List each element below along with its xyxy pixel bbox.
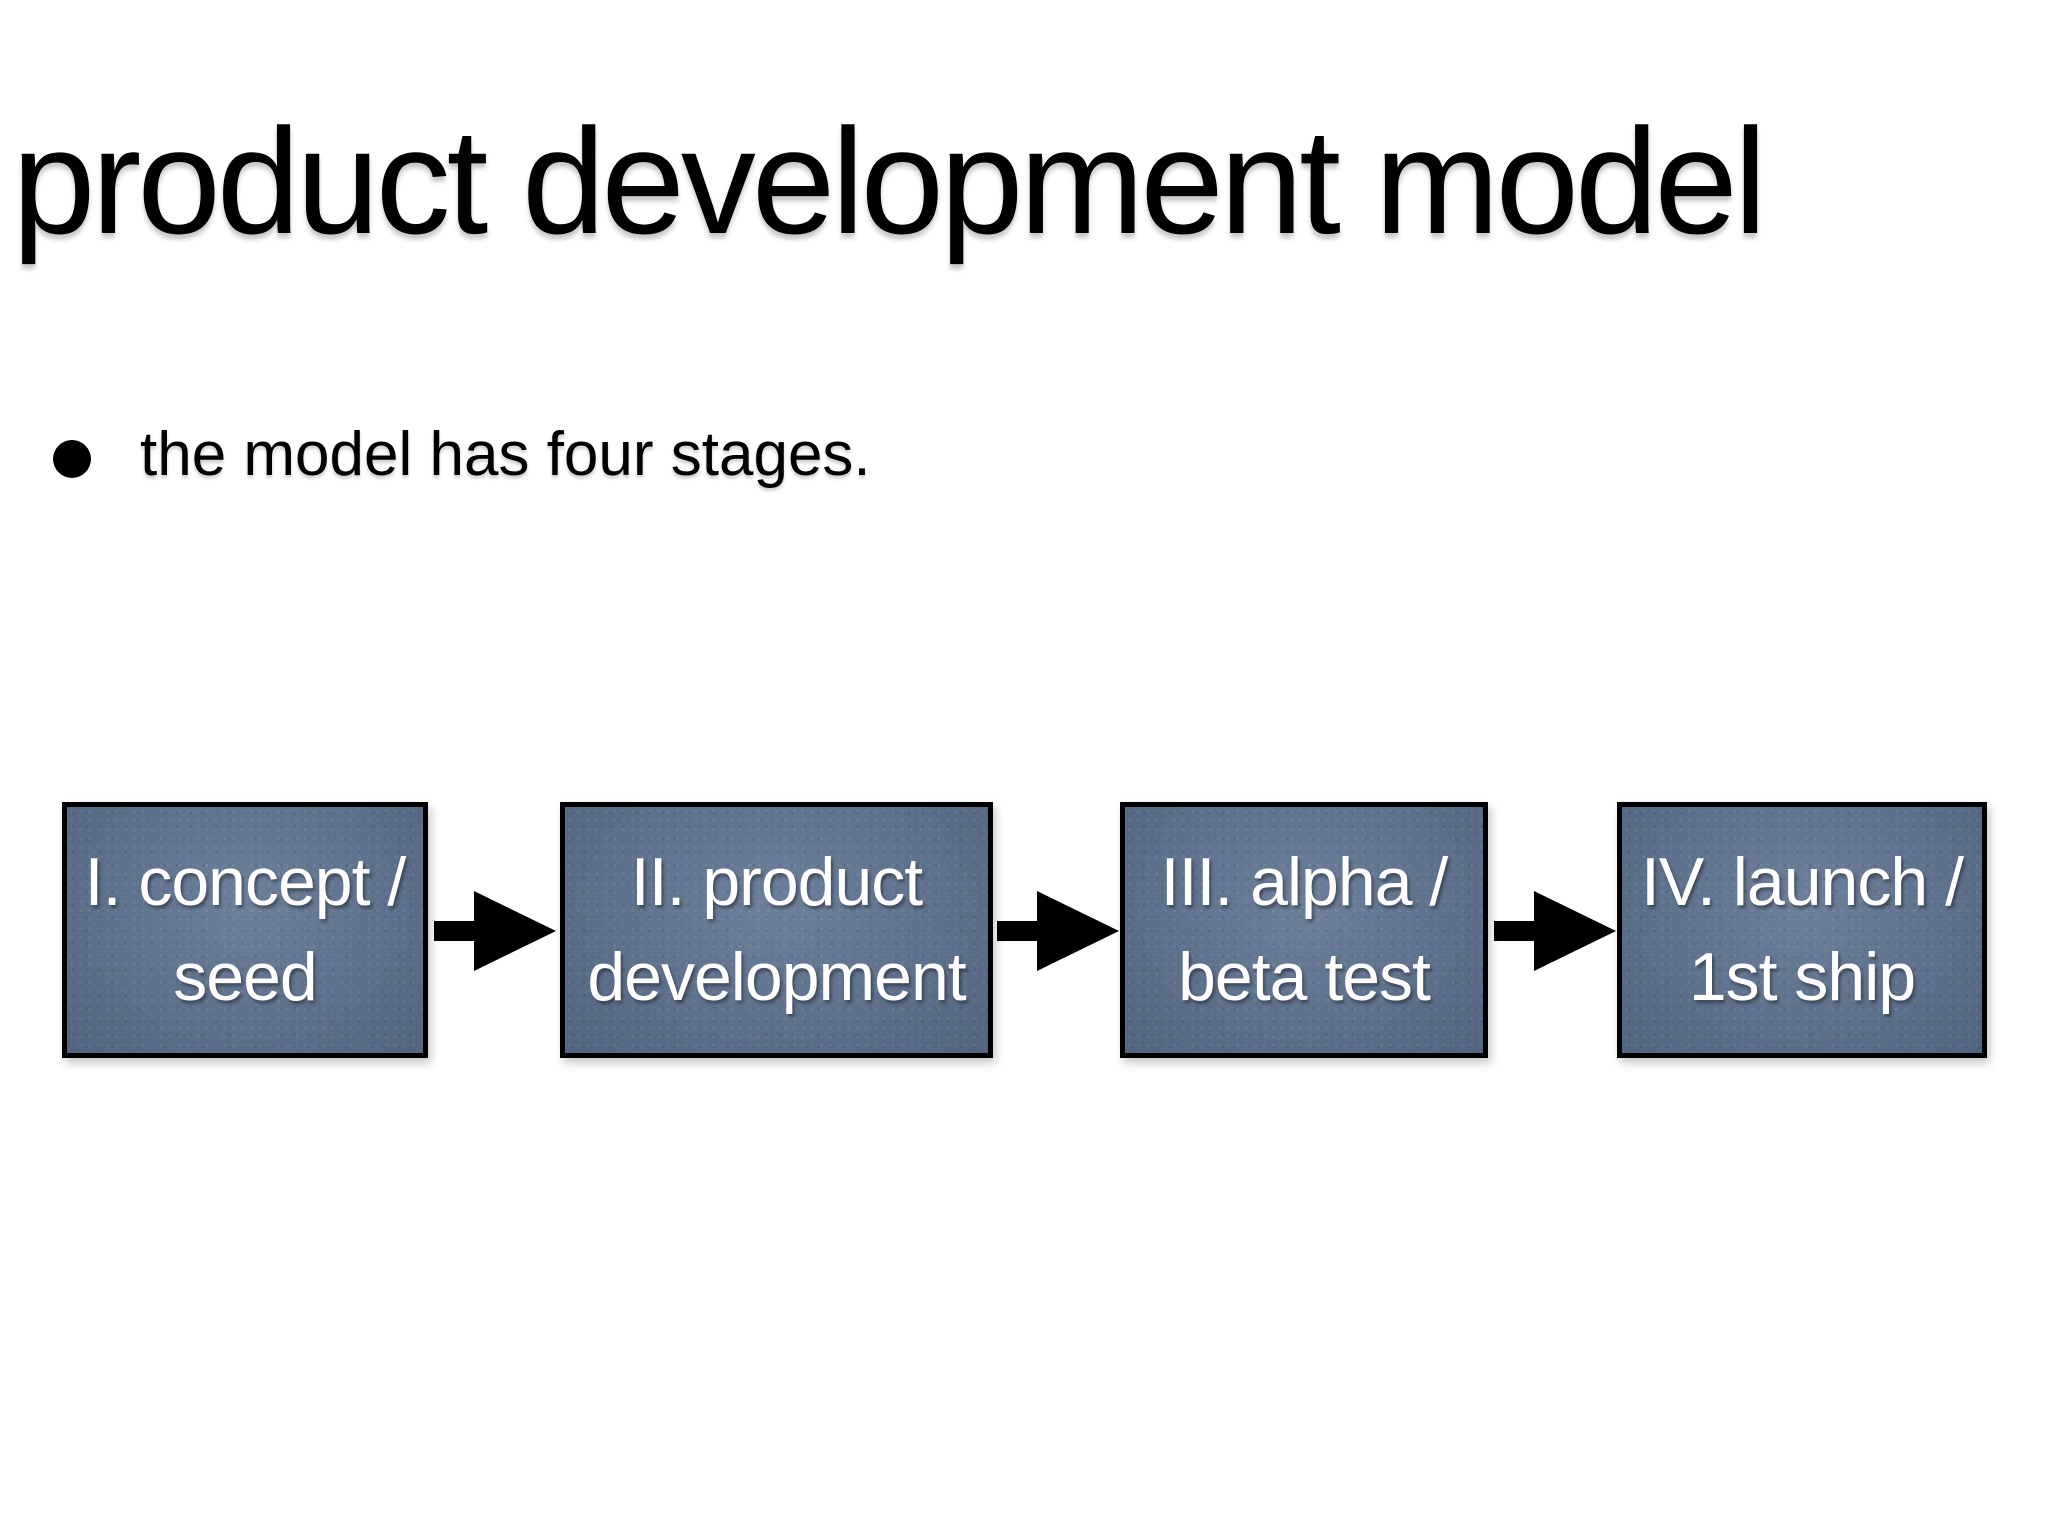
stage-label-line: 1st ship <box>1688 939 1916 1015</box>
bullet-icon <box>53 440 91 478</box>
stage-box-product-development: II. product development <box>560 802 993 1058</box>
stage-label-line: beta test <box>1178 939 1431 1015</box>
stage-box-alpha-beta-test: III. alpha / beta test <box>1120 802 1488 1058</box>
stage-label-line: seed <box>173 939 317 1015</box>
flow-arrow-icon <box>1494 891 1616 971</box>
stage-label-line: IV. launch / <box>1641 844 1964 920</box>
slide-title: product development model <box>12 97 1767 265</box>
stage-label-line: I. concept / <box>84 844 407 920</box>
flow-arrow-icon <box>997 891 1119 971</box>
stage-box-concept-seed: I. concept / seed <box>62 802 428 1058</box>
stage-box-launch-first-ship: IV. launch / 1st ship <box>1617 802 1987 1058</box>
stage-label-line: III. alpha / <box>1160 844 1449 920</box>
stage-label-line: II. product <box>630 844 923 920</box>
flow-arrow-icon <box>434 891 556 971</box>
bullet-text: the model has four stages. <box>140 420 871 489</box>
stage-label-line: development <box>587 939 966 1015</box>
